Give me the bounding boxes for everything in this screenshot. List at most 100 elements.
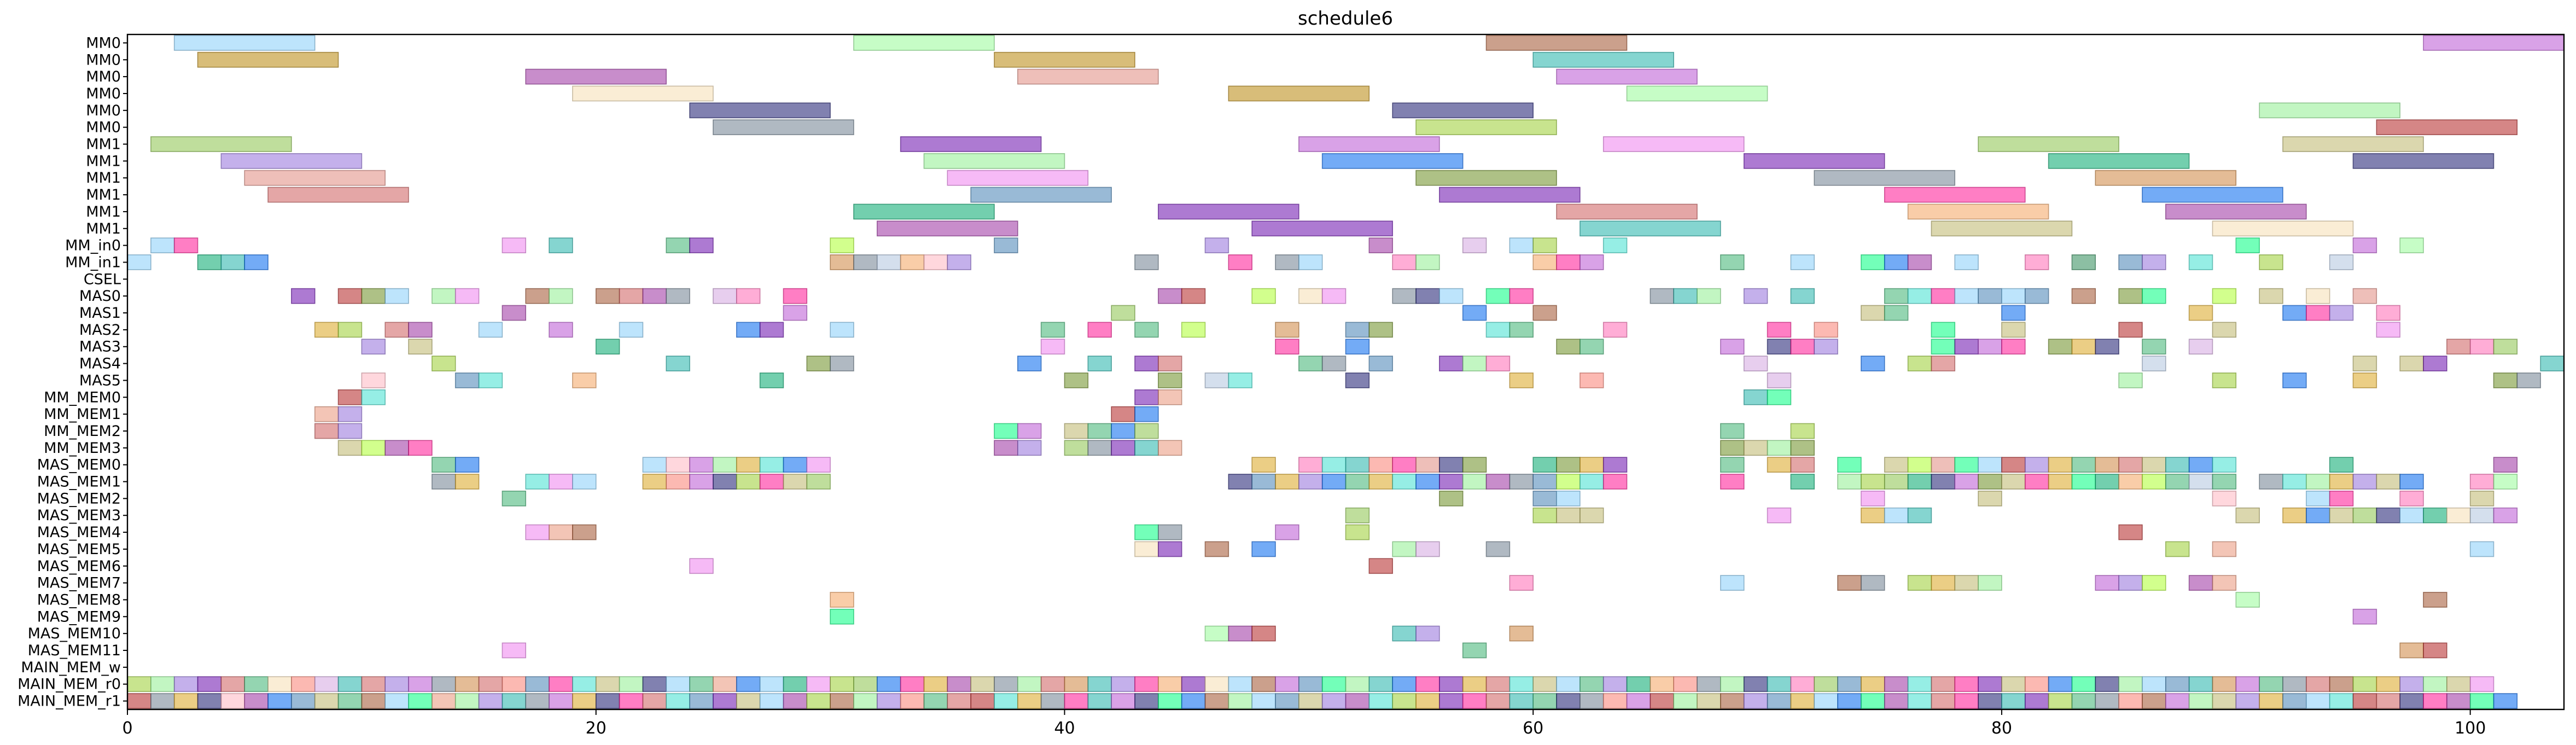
task-bar bbox=[1767, 339, 1792, 355]
task-bar bbox=[2329, 254, 2354, 270]
task-bar bbox=[1602, 693, 1628, 709]
task-bar bbox=[876, 254, 901, 270]
task-bar bbox=[1275, 254, 1299, 270]
task-bar bbox=[642, 693, 667, 709]
task-bar bbox=[666, 693, 690, 709]
task-bar bbox=[549, 237, 573, 253]
task-bar bbox=[1251, 676, 1276, 692]
task-bar bbox=[502, 693, 527, 709]
task-bar bbox=[1134, 389, 1159, 405]
task-bar bbox=[525, 68, 667, 85]
task-bar bbox=[1134, 406, 1159, 422]
task-bar bbox=[2095, 339, 2119, 355]
task-bar bbox=[713, 288, 737, 304]
task-bar bbox=[1228, 474, 1252, 490]
task-bar bbox=[1556, 457, 1581, 473]
task-bar bbox=[1064, 440, 1089, 456]
task-bar bbox=[2259, 102, 2400, 119]
task-bar bbox=[502, 237, 527, 253]
task-bar bbox=[173, 693, 199, 709]
task-bar bbox=[2212, 457, 2237, 473]
task-bar bbox=[1978, 693, 2002, 709]
task-bar bbox=[806, 676, 831, 692]
task-bar bbox=[572, 474, 597, 490]
plot-frame bbox=[126, 33, 2565, 711]
task-bar bbox=[1907, 676, 1932, 692]
task-bar bbox=[2165, 457, 2190, 473]
y-tick-label: MM_MEM3 bbox=[44, 440, 121, 457]
task-bar bbox=[1345, 507, 1370, 523]
task-bar bbox=[1158, 440, 1182, 456]
task-bar bbox=[549, 474, 573, 490]
bars-layer bbox=[127, 35, 2565, 709]
task-bar bbox=[2142, 474, 2166, 490]
task-bar bbox=[1204, 237, 1229, 253]
task-bar bbox=[2142, 457, 2166, 473]
task-bar bbox=[2071, 676, 2096, 692]
task-bar bbox=[454, 474, 480, 490]
task-bar bbox=[1298, 676, 1323, 692]
task-bar bbox=[1017, 68, 1159, 85]
task-bar bbox=[2329, 693, 2354, 709]
task-bar bbox=[2235, 676, 2260, 692]
task-bar bbox=[689, 102, 831, 119]
task-bar bbox=[150, 676, 175, 692]
task-bar bbox=[1602, 457, 1628, 473]
task-bar bbox=[2118, 676, 2143, 692]
task-bar bbox=[736, 693, 761, 709]
task-bar bbox=[2024, 457, 2049, 473]
task-bar bbox=[1743, 389, 1768, 405]
task-bar bbox=[1954, 693, 1979, 709]
task-bar bbox=[572, 524, 597, 540]
task-bar bbox=[1368, 676, 1393, 692]
task-bar bbox=[525, 474, 550, 490]
task-bar bbox=[1158, 389, 1182, 405]
task-bar bbox=[1017, 356, 1042, 371]
task-bar bbox=[2001, 288, 2026, 304]
task-bar bbox=[970, 693, 995, 709]
y-tick-label: MAS_MEM10 bbox=[28, 625, 121, 642]
task-bar bbox=[2188, 676, 2213, 692]
task-bar bbox=[1580, 339, 1604, 355]
task-bar bbox=[2469, 339, 2495, 355]
task-bar bbox=[408, 676, 433, 692]
task-bar bbox=[1767, 372, 1792, 388]
task-bar bbox=[2118, 575, 2143, 591]
task-bar bbox=[1790, 457, 1815, 473]
task-bar bbox=[736, 474, 761, 490]
y-tick-label: MAS_MEM3 bbox=[37, 507, 121, 524]
task-bar bbox=[1509, 693, 1534, 709]
task-bar bbox=[689, 676, 714, 692]
task-bar bbox=[150, 136, 292, 152]
y-tick-label: MM0 bbox=[86, 119, 121, 136]
task-bar bbox=[2446, 339, 2471, 355]
task-bar bbox=[1790, 423, 1815, 439]
task-bar bbox=[1837, 676, 1862, 692]
y-tick-label: MAS4 bbox=[79, 356, 121, 372]
y-tick-label: MAS_MEM2 bbox=[37, 490, 121, 507]
task-bar bbox=[2352, 356, 2377, 371]
task-bar bbox=[1907, 457, 1932, 473]
task-bar bbox=[2493, 474, 2518, 490]
x-tick-label: 100 bbox=[2455, 719, 2486, 738]
task-bar bbox=[244, 254, 269, 270]
task-bar bbox=[572, 693, 597, 709]
task-bar bbox=[1321, 474, 1347, 490]
task-bar bbox=[1580, 676, 1604, 692]
task-bar bbox=[2329, 457, 2354, 473]
task-bar bbox=[1720, 423, 1745, 439]
task-bar bbox=[2235, 507, 2260, 523]
task-bar bbox=[2212, 575, 2237, 591]
task-bar bbox=[1556, 474, 1581, 490]
task-bar bbox=[1392, 693, 1417, 709]
task-bar bbox=[572, 372, 597, 388]
task-bar bbox=[642, 474, 667, 490]
task-bar bbox=[432, 356, 456, 371]
task-bar bbox=[1720, 440, 1745, 456]
task-bar bbox=[759, 322, 784, 338]
task-bar bbox=[1814, 676, 1838, 692]
x-tick-label: 0 bbox=[122, 719, 132, 738]
task-bar bbox=[2048, 153, 2190, 169]
